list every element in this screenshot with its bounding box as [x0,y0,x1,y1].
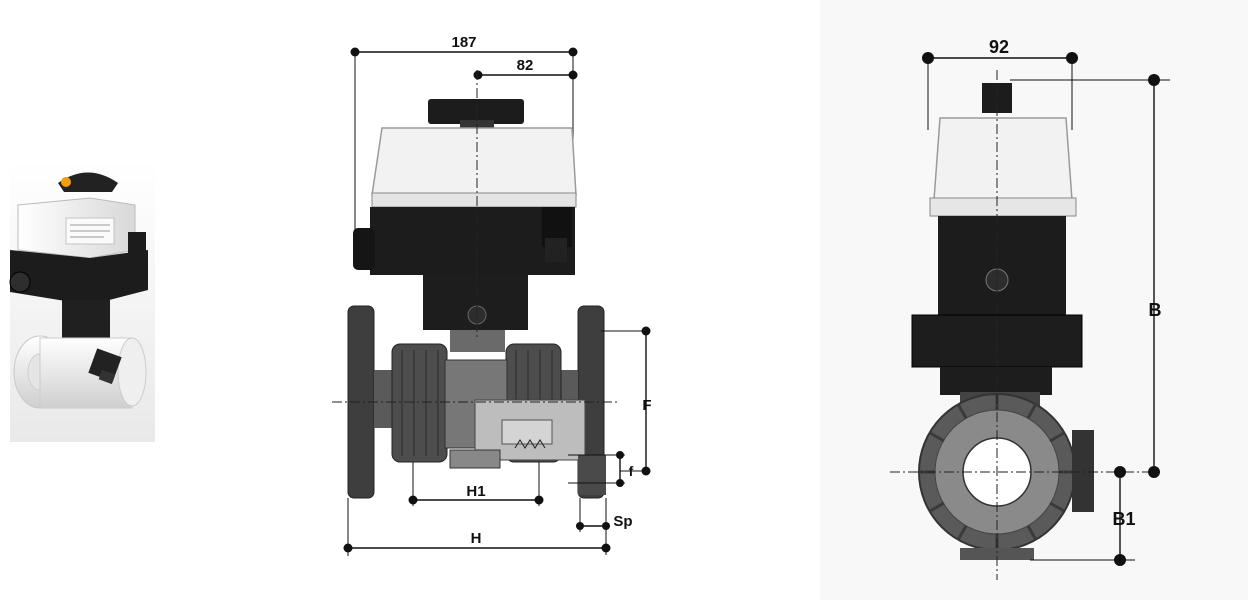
dim-B-label: B [1149,300,1162,320]
product-photo [0,0,200,600]
dim-H-label: H [471,530,482,547]
dim-H1-label: H1 [466,483,485,500]
product-photo-image [9,160,155,442]
dim-82-label: 82 [517,57,534,74]
dim-f-label: f [629,463,634,479]
side-view-svg: 187 82 [332,34,652,556]
dim-187-label: 187 [451,34,476,51]
dim-Sp-label: Sp [613,513,632,530]
front-view-drawing: 92 [810,0,1248,600]
side-view-drawing: 187 82 [320,0,680,600]
dim-92-label: 92 [989,37,1009,57]
dim-F-label: F [642,397,651,414]
dim-B1-label: B1 [1112,509,1135,529]
front-view-svg: 92 [820,0,1248,600]
